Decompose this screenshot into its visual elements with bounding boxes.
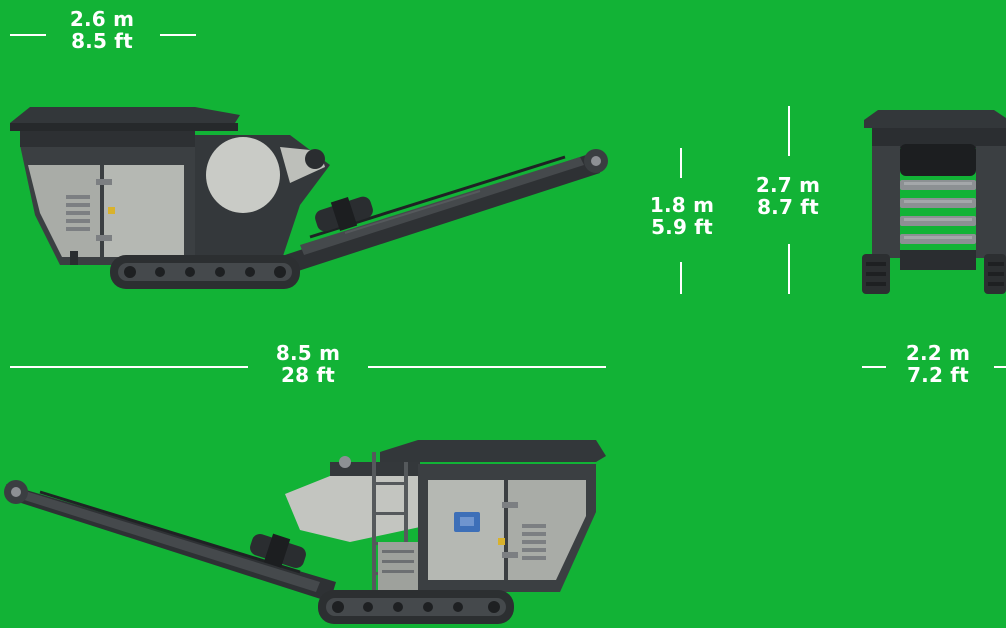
overall-length-line-left [10,366,248,368]
overall-length-imperial: 28 ft [280,363,336,387]
mobile-crusher-side-view-mirrored-icon [4,440,606,624]
overall-height-line-top [788,106,790,156]
mobile-crusher-end-view-icon [862,110,1006,294]
top-width-metric: 2.6 m [69,7,135,31]
feed-height-imperial: 5.9 ft [651,215,713,239]
mobile-crusher-side-view-icon [10,107,608,289]
end-width-line-left [862,366,886,368]
end-width-metric: 2.2 m [905,341,971,365]
overall-height-label: 2.7 m 8.7 ft [738,174,838,218]
top-width-imperial: 8.5 ft [71,29,133,53]
overall-length-label: 8.5 m 28 ft [258,342,358,386]
top-width-line-left [10,34,46,36]
end-width-imperial: 7.2 ft [907,363,969,387]
feed-height-line-bottom [680,262,682,294]
overall-height-imperial: 8.7 ft [757,195,819,219]
top-width-line-right [160,34,196,36]
overall-length-line-right [368,366,606,368]
overall-length-metric: 8.5 m [275,341,341,365]
overall-height-metric: 2.7 m [755,173,821,197]
top-width-label: 2.6 m 8.5 ft [52,8,152,52]
end-width-label: 2.2 m 7.2 ft [888,342,988,386]
feed-height-metric: 1.8 m [649,193,715,217]
end-width-line-right [994,366,1006,368]
feed-height-label: 1.8 m 5.9 ft [632,194,732,238]
overall-height-line-bottom [788,244,790,294]
feed-height-line-top [680,148,682,178]
